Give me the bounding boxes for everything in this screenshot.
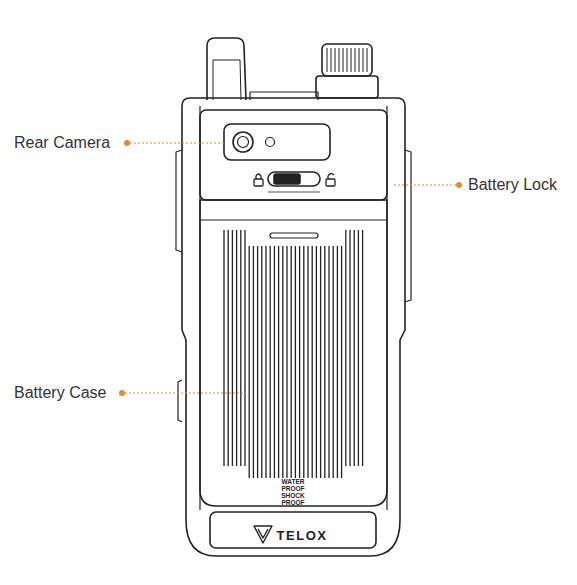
case-seam (200, 220, 387, 221)
antenna (207, 38, 246, 100)
side-rail (200, 106, 387, 510)
logo-mark (254, 526, 272, 543)
part-label: Rear Camera (14, 135, 110, 151)
housing (182, 98, 405, 556)
upper-panel (200, 110, 387, 200)
case-ribs (224, 230, 363, 478)
part-label: Battery Case (14, 385, 106, 401)
side-port (178, 380, 182, 422)
leader-dot (119, 140, 462, 396)
case-slot (270, 233, 318, 238)
brand-name: TELOX (277, 529, 328, 542)
antenna-base (213, 60, 241, 100)
battery-lock (254, 172, 335, 192)
flash (266, 138, 275, 147)
case-marking: WATER PROOF SHOCK PROOF (270, 478, 316, 507)
knob-base (316, 76, 378, 98)
bottom-plate (210, 512, 376, 548)
knob (322, 44, 372, 76)
rear-camera (233, 132, 253, 152)
side-button (176, 150, 411, 302)
knob-knurl (327, 48, 367, 72)
camera-lens (238, 137, 249, 148)
part-label: Battery Lock (468, 177, 557, 193)
camera-strip (224, 124, 330, 160)
leader-line (125, 143, 456, 393)
battery-case (200, 200, 387, 506)
